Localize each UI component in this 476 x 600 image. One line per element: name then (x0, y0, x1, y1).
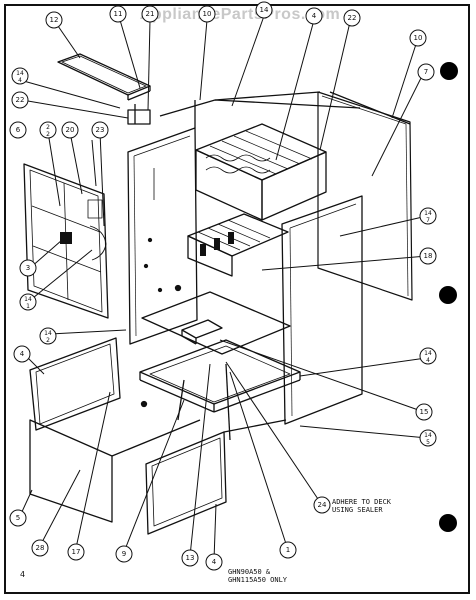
callout-part: 14 (24, 296, 32, 303)
adhere-note: ADHERE TO DECK USING SEALER (332, 498, 391, 514)
callout-12: 12 (50, 16, 59, 24)
callout-14-top: 14 (260, 6, 269, 14)
callout-4-c: 4 (212, 558, 217, 566)
callout-part: 14 (424, 350, 432, 357)
callout-part: 7 (426, 217, 430, 224)
callout-part: 1 (26, 303, 30, 310)
top-filter-tray (57, 53, 151, 125)
callout-18: 18 (424, 252, 433, 260)
callout-7: 7 (424, 68, 428, 76)
callout-9: 9 (122, 550, 126, 558)
callout-part: 4 (18, 77, 22, 84)
callout-21: 21 (146, 10, 155, 18)
model-only-note-line2: GHN115A50 ONLY (228, 576, 288, 584)
callout-4-a: 4 (20, 350, 25, 358)
callout-11: 11 (114, 10, 123, 18)
callout-part: 2 (46, 337, 50, 344)
callout-4-b: 4 (312, 12, 317, 20)
callout-22: 22 (348, 14, 357, 22)
callout-6: 6 (16, 126, 21, 134)
model-only-note-line1: GHN90A50 & (228, 568, 271, 576)
callout-part: 2 (46, 131, 50, 138)
callout-part: 14 (16, 70, 24, 77)
main-cabinet (127, 91, 413, 425)
callout-part: 4 (426, 357, 430, 364)
watermark: AppliancePartsPros.com (139, 6, 341, 23)
callout-28: 28 (36, 544, 45, 552)
callout-3: 3 (26, 264, 30, 272)
callout-part: 5 (426, 439, 430, 446)
adhere-note-line2: USING SEALER (332, 506, 383, 514)
callout-17: 17 (72, 548, 81, 556)
callout-5: 5 (16, 514, 20, 522)
binder-hole-bottom (439, 514, 457, 532)
callout-24: 24 (318, 501, 327, 509)
callout-20: 20 (66, 126, 75, 134)
callout-23: 23 (96, 126, 105, 134)
lower-cabinet-panels (29, 337, 301, 535)
adhere-note-line1: ADHERE TO DECK (332, 498, 392, 506)
callout-1: 1 (286, 546, 290, 554)
callout-10-a: 10 (203, 10, 212, 18)
callout-part: 14 (44, 330, 52, 337)
callout-part: 14 (424, 210, 432, 217)
front-access-panel (23, 163, 109, 319)
callout-part: 2 (46, 124, 50, 131)
page-number: 4 (20, 570, 26, 579)
page-border (4, 4, 470, 594)
callout-13: 13 (186, 554, 195, 562)
model-only-note: GHN90A50 & GHN115A50 ONLY (228, 568, 287, 584)
callout-22-top: 22 (16, 96, 25, 104)
binder-hole-top (440, 62, 458, 80)
callout-10: 10 (414, 34, 423, 42)
callout-15: 15 (420, 408, 429, 416)
callout-part: 14 (424, 432, 432, 439)
binder-hole-middle (439, 286, 457, 304)
